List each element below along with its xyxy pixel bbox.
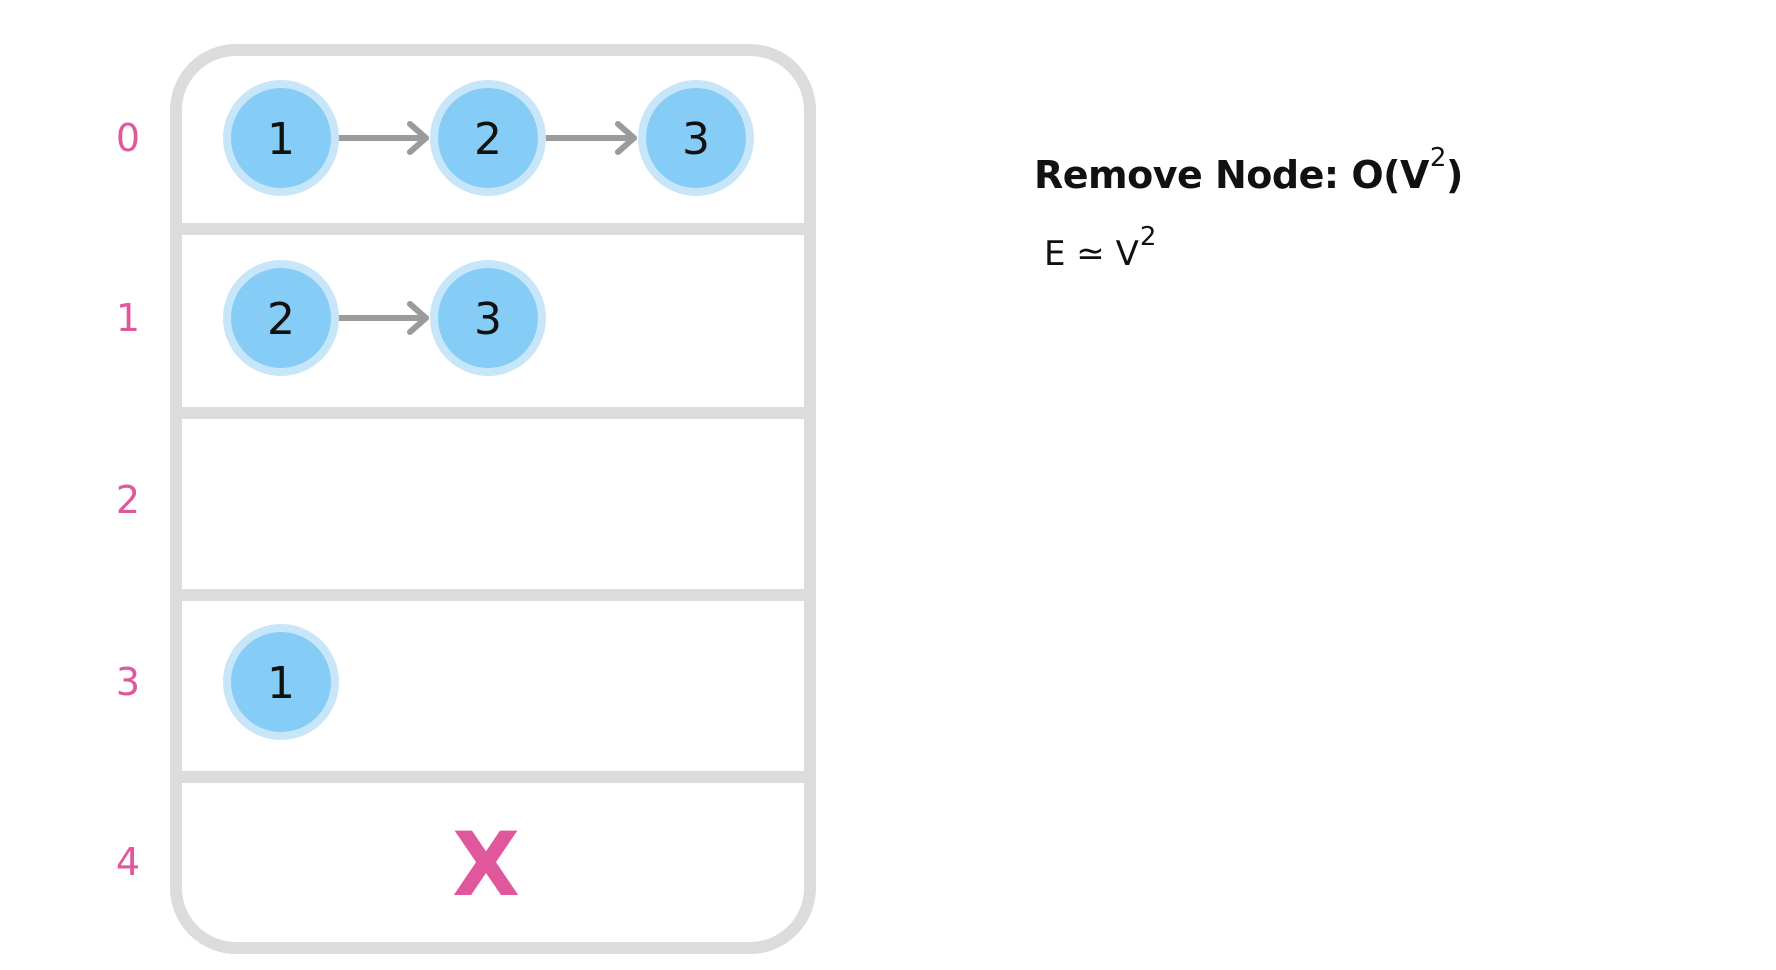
complexity-annotation: Remove Node: O(V2) E ≃ V2	[1034, 143, 1463, 280]
node-circle	[430, 260, 546, 376]
remove-node-complexity-exponent: 2	[1429, 143, 1447, 174]
row-indices: 0 1 2 3 4	[116, 116, 140, 884]
adjacency-list-container	[170, 44, 816, 954]
remove-node-complexity-prefix: Remove Node: O(V	[1034, 153, 1429, 197]
node-circle	[223, 80, 339, 196]
remove-node-complexity-suffix: )	[1445, 153, 1463, 197]
removed-row-mark: X	[452, 813, 520, 916]
row-index-0: 0	[116, 116, 140, 160]
graph-node-row-1-0: 2	[223, 260, 339, 376]
node-label: 3	[474, 294, 502, 345]
edge-arrow-row-0-1	[543, 121, 637, 155]
edge-arrow-row-1-0	[336, 301, 429, 335]
row-index-4: 4	[116, 840, 140, 884]
edge-vertex-relation-prefix: E ≃ V	[1044, 234, 1139, 274]
edge-vertex-relation: E ≃ V2	[1044, 224, 1463, 280]
row-nodes: 1 2 3 2 3 1	[223, 80, 754, 740]
graph-node-row-0-0: 1	[223, 80, 339, 196]
row-index-3: 3	[116, 660, 140, 704]
row-index-2: 2	[116, 478, 140, 522]
node-label: 1	[267, 658, 295, 709]
graph-node-row-3-0: 1	[223, 624, 339, 740]
row-arrows	[336, 121, 637, 335]
node-label: 1	[267, 114, 295, 165]
row-index-1: 1	[116, 296, 140, 340]
graph-node-row-0-2: 3	[638, 80, 754, 196]
node-circle	[638, 80, 754, 196]
graph-node-row-1-1: 3	[430, 260, 546, 376]
node-circle	[223, 624, 339, 740]
row-dividers	[176, 223, 810, 783]
edge-vertex-relation-exponent: 2	[1139, 221, 1157, 252]
node-label: 3	[682, 114, 710, 165]
edge-arrow-row-0-0	[336, 121, 429, 155]
remove-node-complexity: Remove Node: O(V2)	[1034, 143, 1463, 204]
graph-node-row-0-1: 2	[430, 80, 546, 196]
node-label: 2	[474, 114, 502, 165]
node-circle	[430, 80, 546, 196]
node-label: 2	[267, 294, 295, 345]
node-circle	[223, 260, 339, 376]
